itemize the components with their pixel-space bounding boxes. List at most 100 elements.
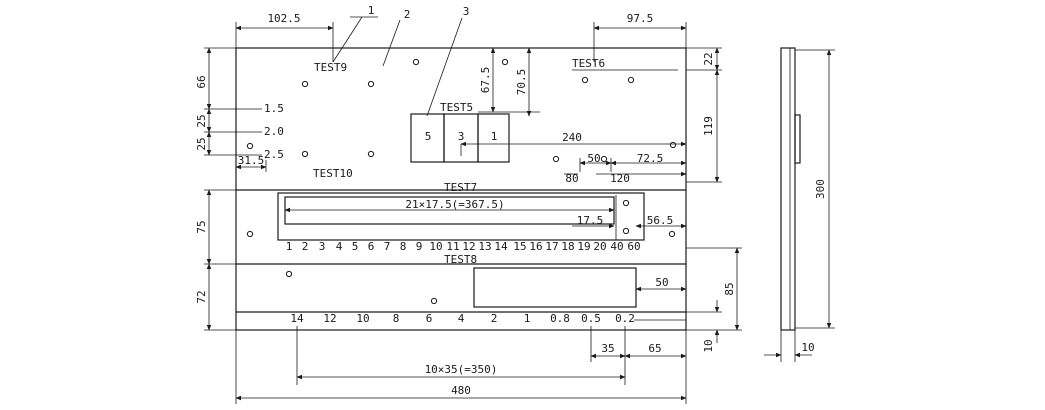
dim-70-5: 70.5	[515, 69, 528, 96]
dim-left-25a: 25	[195, 114, 208, 127]
step-number: 4	[458, 312, 465, 325]
step-number: 10	[356, 312, 369, 325]
callout-leader-3	[426, 17, 463, 117]
callout-3: 3	[463, 5, 470, 18]
bar-number: 17	[545, 240, 558, 253]
bar-number: 40	[610, 240, 623, 253]
hole	[668, 230, 676, 238]
callout-leader-1	[332, 16, 363, 63]
hole	[285, 270, 293, 278]
hole	[367, 80, 375, 88]
bar-number: 11	[446, 240, 459, 253]
hole	[412, 58, 420, 66]
dim-120: 120	[610, 172, 630, 185]
dim-left-31-5: 31.5	[238, 154, 265, 167]
gray-label-1-5: 1.5	[264, 102, 284, 115]
dim-side-height: 300	[814, 179, 827, 199]
dim-50-top: 50	[587, 152, 600, 165]
step-number: 0.2	[615, 312, 635, 325]
bar-target-outer	[277, 192, 645, 241]
bar-number: 2	[302, 240, 309, 253]
dim-67-5: 67.5	[479, 67, 492, 94]
hole	[552, 155, 560, 163]
hole	[367, 150, 375, 158]
test5-label: TEST5	[440, 101, 473, 114]
hole	[501, 58, 509, 66]
dim-right-10: 10	[702, 339, 715, 352]
step-number: 6	[426, 312, 433, 325]
gray-label-2-5: 2.5	[264, 148, 284, 161]
dim-bottom-span: 10×35(=350)	[425, 363, 498, 376]
bar-number: 8	[400, 240, 407, 253]
dim-right-85: 85	[723, 282, 736, 295]
test6-label: TEST6	[572, 57, 605, 70]
dim-bottom-65: 65	[648, 342, 661, 355]
step-number: 0.8	[550, 312, 570, 325]
callout-leader-2	[382, 19, 401, 67]
box-label-3: 3	[458, 130, 465, 143]
dim-50-bottom: 50	[655, 276, 668, 289]
lower-window	[473, 267, 637, 308]
gray-label-2-0: 2.0	[264, 125, 284, 138]
hole	[430, 297, 438, 305]
step-number: 2	[491, 312, 498, 325]
dim-right-22: 22	[702, 52, 715, 65]
dim-top-right: 97.5	[627, 12, 654, 25]
step-number: 12	[323, 312, 336, 325]
dim-left-72: 72	[195, 290, 208, 303]
dim-56-5: 56.5	[647, 214, 674, 227]
box-label-5: 5	[425, 130, 432, 143]
hole	[600, 155, 608, 163]
dim-left-25b: 25	[195, 137, 208, 150]
bar-number: 14	[494, 240, 508, 253]
hole	[246, 142, 254, 150]
plate-outline	[235, 47, 687, 331]
test10-label: TEST10	[313, 167, 353, 180]
dim-72-5: 72.5	[637, 152, 664, 165]
bar-number: 5	[352, 240, 359, 253]
bar-number: 9	[416, 240, 423, 253]
dim-bar-span: 21×17.5(=367.5)	[405, 198, 504, 211]
dim-top-left: 102.5	[267, 12, 300, 25]
dim-bottom-35: 35	[601, 342, 614, 355]
step-number: 14	[290, 312, 304, 325]
bar-number: 18	[561, 240, 574, 253]
step-number: 8	[393, 312, 400, 325]
side-view-outline	[780, 47, 796, 331]
bar-number: 60	[627, 240, 640, 253]
dim-80: 80	[565, 172, 578, 185]
test8-label: TEST8	[444, 253, 477, 266]
bar-number: 13	[478, 240, 491, 253]
step-number: 1	[524, 312, 531, 325]
hole	[246, 230, 254, 238]
dim-left-66: 66	[195, 75, 208, 88]
dim-side-10: 10	[801, 341, 814, 354]
bar-number: 16	[529, 240, 542, 253]
dim-17-5: 17.5	[577, 214, 604, 227]
bar-number: 19	[577, 240, 590, 253]
test7-label: TEST7	[444, 181, 477, 194]
test-box-1	[477, 113, 510, 163]
dim-240: 240	[562, 131, 582, 144]
bar-number: 7	[384, 240, 391, 253]
bar-number: 20	[593, 240, 606, 253]
hole	[581, 76, 589, 84]
hole	[301, 80, 309, 88]
dim-total-width: 480	[451, 384, 471, 397]
box-label-1: 1	[491, 130, 498, 143]
dim-left-75: 75	[195, 220, 208, 233]
bar-number: 6	[368, 240, 375, 253]
hole	[301, 150, 309, 158]
bar-number: 1	[286, 240, 293, 253]
bar-number: 10	[429, 240, 442, 253]
hole	[627, 76, 635, 84]
step-number: 0.5	[581, 312, 601, 325]
hole	[622, 227, 630, 235]
bar-number: 15	[513, 240, 526, 253]
dim-right-119: 119	[702, 116, 715, 136]
hole	[622, 199, 630, 207]
hole	[669, 141, 677, 149]
test9-label: TEST9	[314, 61, 347, 74]
side-view-tab	[794, 114, 801, 164]
